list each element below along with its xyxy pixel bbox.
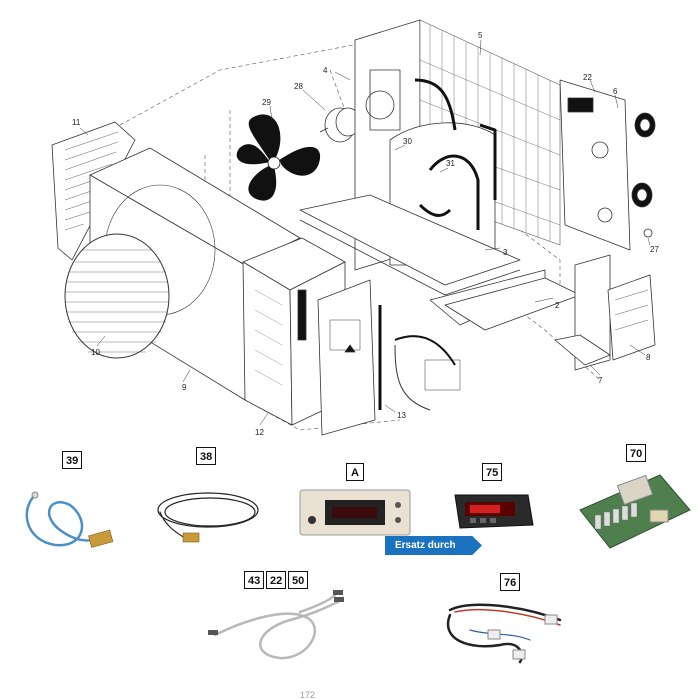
part-label-70: 70 xyxy=(626,444,647,462)
part-A-controller xyxy=(299,489,411,536)
callout-2: 2 xyxy=(555,301,560,310)
page-number: 172 xyxy=(300,690,316,700)
part-43-22-50-grey-cable xyxy=(208,590,344,660)
part-70-pcb xyxy=(579,474,691,549)
part-label-50: 50 xyxy=(288,571,309,589)
callout-22: 22 xyxy=(583,73,592,82)
callout-numbers: 2 3 4 5 6 7 8 9 10 11 12 13 22 27 28 29 … xyxy=(72,31,659,437)
part-label-75: 75 xyxy=(482,463,503,481)
rear-cover xyxy=(559,79,656,251)
callout-4: 4 xyxy=(323,66,328,75)
part-label-39: 39 xyxy=(62,451,83,469)
callout-8: 8 xyxy=(646,353,651,362)
part-label-A: A xyxy=(346,463,364,481)
callout-5: 5 xyxy=(478,31,483,40)
replacement-badge: Ersatz durch xyxy=(385,536,482,555)
part-75-thermostat xyxy=(454,494,534,529)
fan-grille xyxy=(64,233,170,359)
part-38-probe-cable xyxy=(157,492,259,543)
callout-13: 13 xyxy=(397,411,406,420)
callout-28: 28 xyxy=(294,82,303,91)
callout-10: 10 xyxy=(91,348,100,357)
spare-parts-photos xyxy=(25,474,691,664)
base-tank xyxy=(299,122,521,296)
callout-7: 7 xyxy=(598,376,603,385)
callout-leaders xyxy=(79,39,651,426)
callout-11: 11 xyxy=(72,118,81,127)
front-door xyxy=(317,279,461,436)
part-label-76: 76 xyxy=(500,573,521,591)
control-bracket xyxy=(554,254,656,371)
callout-30: 30 xyxy=(403,137,412,146)
part-label-43: 43 xyxy=(244,571,265,589)
fan-propeller xyxy=(236,114,320,201)
callout-29: 29 xyxy=(262,98,271,107)
part-76-wiring-harness xyxy=(446,603,562,664)
refrigerant-pipes xyxy=(414,78,497,230)
callout-12: 12 xyxy=(255,428,264,437)
part-label-38: 38 xyxy=(196,447,217,465)
part-39-sensor-cable xyxy=(25,491,114,548)
callout-27: 27 xyxy=(650,245,659,254)
callout-6: 6 xyxy=(613,87,618,96)
part-label-22: 22 xyxy=(266,571,287,589)
fan-motor xyxy=(319,107,361,143)
callout-31: 31 xyxy=(446,159,455,168)
callout-9: 9 xyxy=(182,383,187,392)
callout-3: 3 xyxy=(503,248,508,257)
